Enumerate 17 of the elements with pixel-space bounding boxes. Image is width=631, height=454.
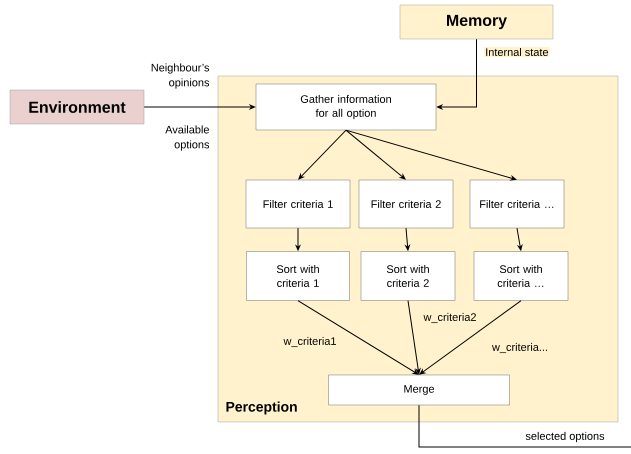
entity-box: Memory [400, 4, 554, 40]
edge-label: w_criteria2 [422, 312, 478, 324]
input-label: Available options [165, 125, 210, 151]
input-label: Neighbour’s opinions [152, 63, 210, 89]
entity-box: Environment [10, 90, 144, 124]
process-box: Merge [328, 374, 510, 406]
process-box: Sort with criteria 2 [360, 251, 456, 301]
edge-label: selected options [524, 430, 606, 444]
process-box: Gather information for all option [256, 84, 436, 130]
process-box: Filter criteria 1 [246, 180, 350, 228]
edge-label: Internal state [484, 46, 550, 58]
process-box: Sort with criteria … [474, 251, 568, 301]
process-box: Filter criteria … [470, 180, 564, 228]
process-box: Filter criteria 2 [358, 180, 454, 228]
edge-label: w_criteria1 [282, 336, 338, 348]
edge-label: w_criteria... [491, 342, 550, 354]
process-box: Sort with criteria 1 [246, 251, 350, 301]
